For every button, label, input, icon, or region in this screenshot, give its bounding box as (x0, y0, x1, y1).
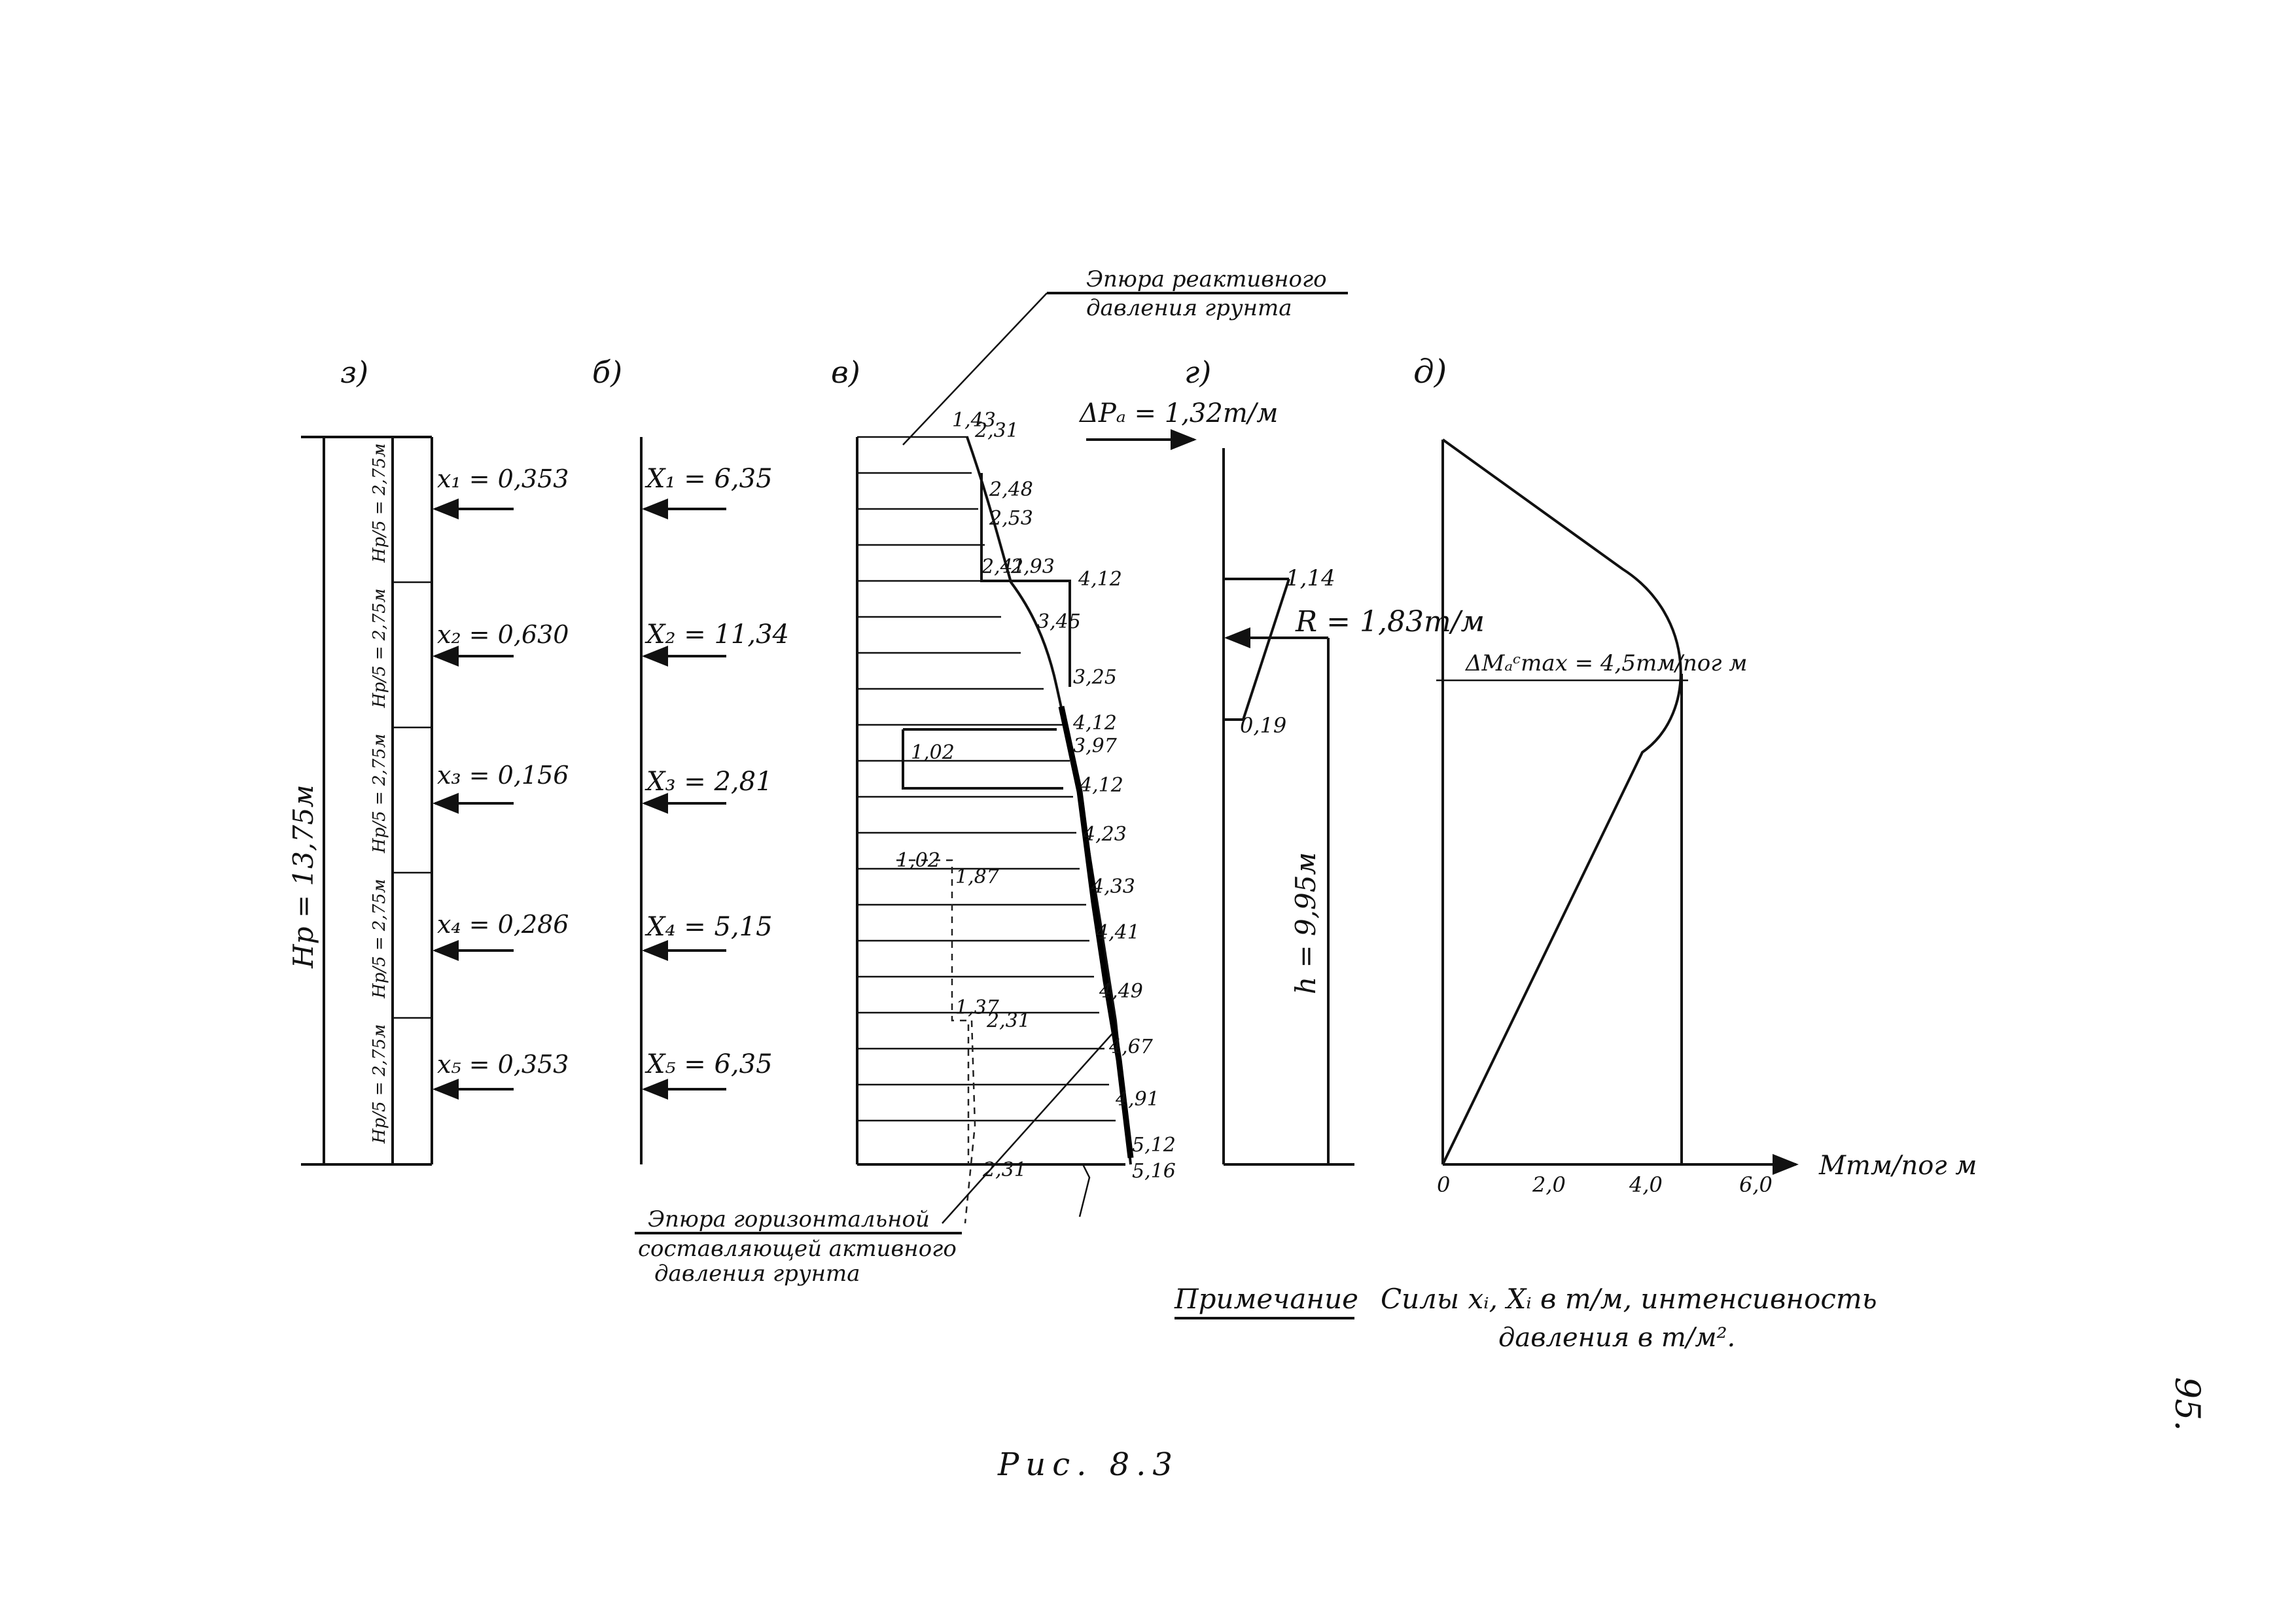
active-pressure-curve (966, 436, 1132, 1165)
force-x3: x₃ = 0,156 (437, 761, 569, 790)
value-3-25: 3,25 (1073, 666, 1117, 689)
note-line2: давления в т/м². (1498, 1323, 1735, 1353)
reactive-title-line2: давления грунта (1086, 295, 1292, 321)
tick-2: 2,0 (1532, 1172, 1566, 1197)
panel-c: в) (635, 355, 1176, 1287)
panel-d: г) ΔPₐ = 1,32т/м 1,14 R = 1,83т/м 0,19 h… (1078, 355, 1485, 1166)
page-number: 95. (2167, 1377, 2206, 1431)
value-2-31-bottom: 2,31 (982, 1159, 1027, 1181)
mmax-label: ΔMₐᶜmax = 4,5тм/пог м (1464, 650, 1747, 676)
force-x2: x₂ = 0,630 (437, 620, 569, 649)
force-X1: X₁ = 6,35 (645, 464, 773, 494)
delta-p-label: ΔPₐ = 1,32т/м (1078, 398, 1278, 428)
reactive-pressure-annotation: Эпюра реактивного давления грунта (902, 266, 1348, 445)
value-1-02-upper: 1,02 (911, 741, 955, 764)
value-3-97: 3,97 (1073, 735, 1118, 758)
panel-a: з) Hр = 13,75м Hр/5 = 2,75м Hр/5 = 2,75м… (287, 355, 569, 1166)
value-4-12-lower: 4,12 (1079, 774, 1123, 797)
r-value-1-14: 1,14 (1286, 565, 1335, 591)
m-axis-label: Mтм/пог м (1818, 1151, 1977, 1181)
note: Примечание Силы xᵢ, Xᵢ в т/м, интенсивно… (1174, 1283, 1877, 1353)
value-2-31-mid: 2,31 (986, 1009, 1031, 1032)
step-outline-4 (902, 729, 1063, 790)
figure-caption: Рис. 8.3 (997, 1446, 1179, 1483)
segment-dim-1: Hр/5 = 2,75м (370, 444, 389, 563)
active-title-line2: составляющей активного (638, 1236, 957, 1262)
value-4-33: 4,33 (1091, 875, 1135, 898)
note-line1: Силы xᵢ, Xᵢ в т/м, интенсивность (1381, 1283, 1877, 1315)
dashed-outline-1 (896, 859, 970, 1164)
panel-a-total-height: Hр = 13,75м (287, 785, 319, 969)
value-5-16: 5,16 (1132, 1160, 1176, 1183)
force-X2: X₂ = 11,34 (645, 620, 789, 650)
step-outline-2 (1011, 580, 1071, 687)
reaction-label: R = 1,83т/м (1295, 605, 1485, 638)
active-annotation-leader (942, 1033, 1113, 1224)
force-x4: x₄ = 0,286 (437, 910, 569, 939)
value-4-12-mid: 4,12 (1072, 712, 1117, 735)
value-2-53: 2,53 (989, 507, 1033, 530)
segment-dim-2: Hр/5 = 2,75м (370, 589, 389, 708)
value-5-12: 5,12 (1132, 1134, 1176, 1157)
value-3-45: 3,45 (1037, 610, 1081, 633)
tick-6: 6,0 (1739, 1172, 1773, 1197)
value-1-87: 1,87 (955, 865, 1000, 888)
force-X5: X₅ = 6,35 (645, 1049, 773, 1079)
value-2-41: 2,41 (981, 555, 1025, 578)
value-2-31-top: 2,31 (974, 419, 1019, 442)
dashed-outline-2 (964, 1020, 976, 1224)
panel-e-label: д) (1413, 353, 1447, 391)
value-4-12-upper: 4,12 (1078, 568, 1122, 591)
value-4-49: 4,49 (1099, 980, 1143, 1003)
segment-dim-5: Hр/5 = 2,75м (370, 1024, 389, 1144)
force-x1: x₁ = 0,353 (437, 464, 569, 493)
panel-b-label: б) (592, 355, 622, 390)
active-title-line3: давления грунта (654, 1261, 860, 1287)
reactive-title-line1: Эпюра реактивного (1086, 266, 1327, 292)
value-2-93: 2,93 (1010, 555, 1055, 578)
segment-dim-4: Hр/5 = 2,75м (370, 879, 389, 999)
force-X3: X₃ = 2,81 (645, 767, 773, 797)
pressure-hatch (857, 436, 1116, 1122)
value-1-43: 1,43 (952, 409, 996, 432)
value-1-37: 1,37 (955, 996, 1000, 1019)
value-4-41: 4,41 (1095, 921, 1140, 944)
panel-b: б) X₁ = 6,35 X₂ = 11,34 X₃ = 2,81 X₄ = 5… (592, 355, 789, 1164)
step-outline-1 (980, 473, 1011, 582)
h-dimension: h = 9,95м (1290, 852, 1322, 994)
value-2-48: 2,48 (989, 478, 1033, 501)
tick-0: 0 (1437, 1172, 1450, 1197)
panel-a-label: з) (340, 355, 368, 390)
value-1-02-lower: 1,02 (896, 849, 940, 872)
value-4-91: 4,91 (1115, 1088, 1159, 1111)
moment-diagram (1441, 438, 1682, 1165)
panel-c-label: в) (831, 355, 860, 390)
r-value-0-19: 0,19 (1240, 713, 1286, 738)
segment-dim-3: Hр/5 = 2,75м (370, 734, 389, 854)
pressure-thick-edge (1058, 706, 1134, 1159)
note-heading: Примечание (1174, 1283, 1358, 1315)
panel-d-label: г) (1184, 355, 1211, 390)
active-title-line1: Эпюра горизонтальной (648, 1206, 930, 1232)
value-4-23: 4,23 (1082, 823, 1127, 846)
leader-bottom (1078, 1164, 1091, 1217)
force-x5: x₅ = 0,353 (437, 1050, 569, 1079)
force-X4: X₄ = 5,15 (645, 912, 773, 942)
value-4-67: 4,67 (1108, 1036, 1154, 1058)
tick-4: 4,0 (1629, 1172, 1663, 1197)
panel-e: д) ΔMₐᶜmax = 4,5тм/пог м Mтм/пог м 0 2,0… (1413, 353, 1977, 1197)
